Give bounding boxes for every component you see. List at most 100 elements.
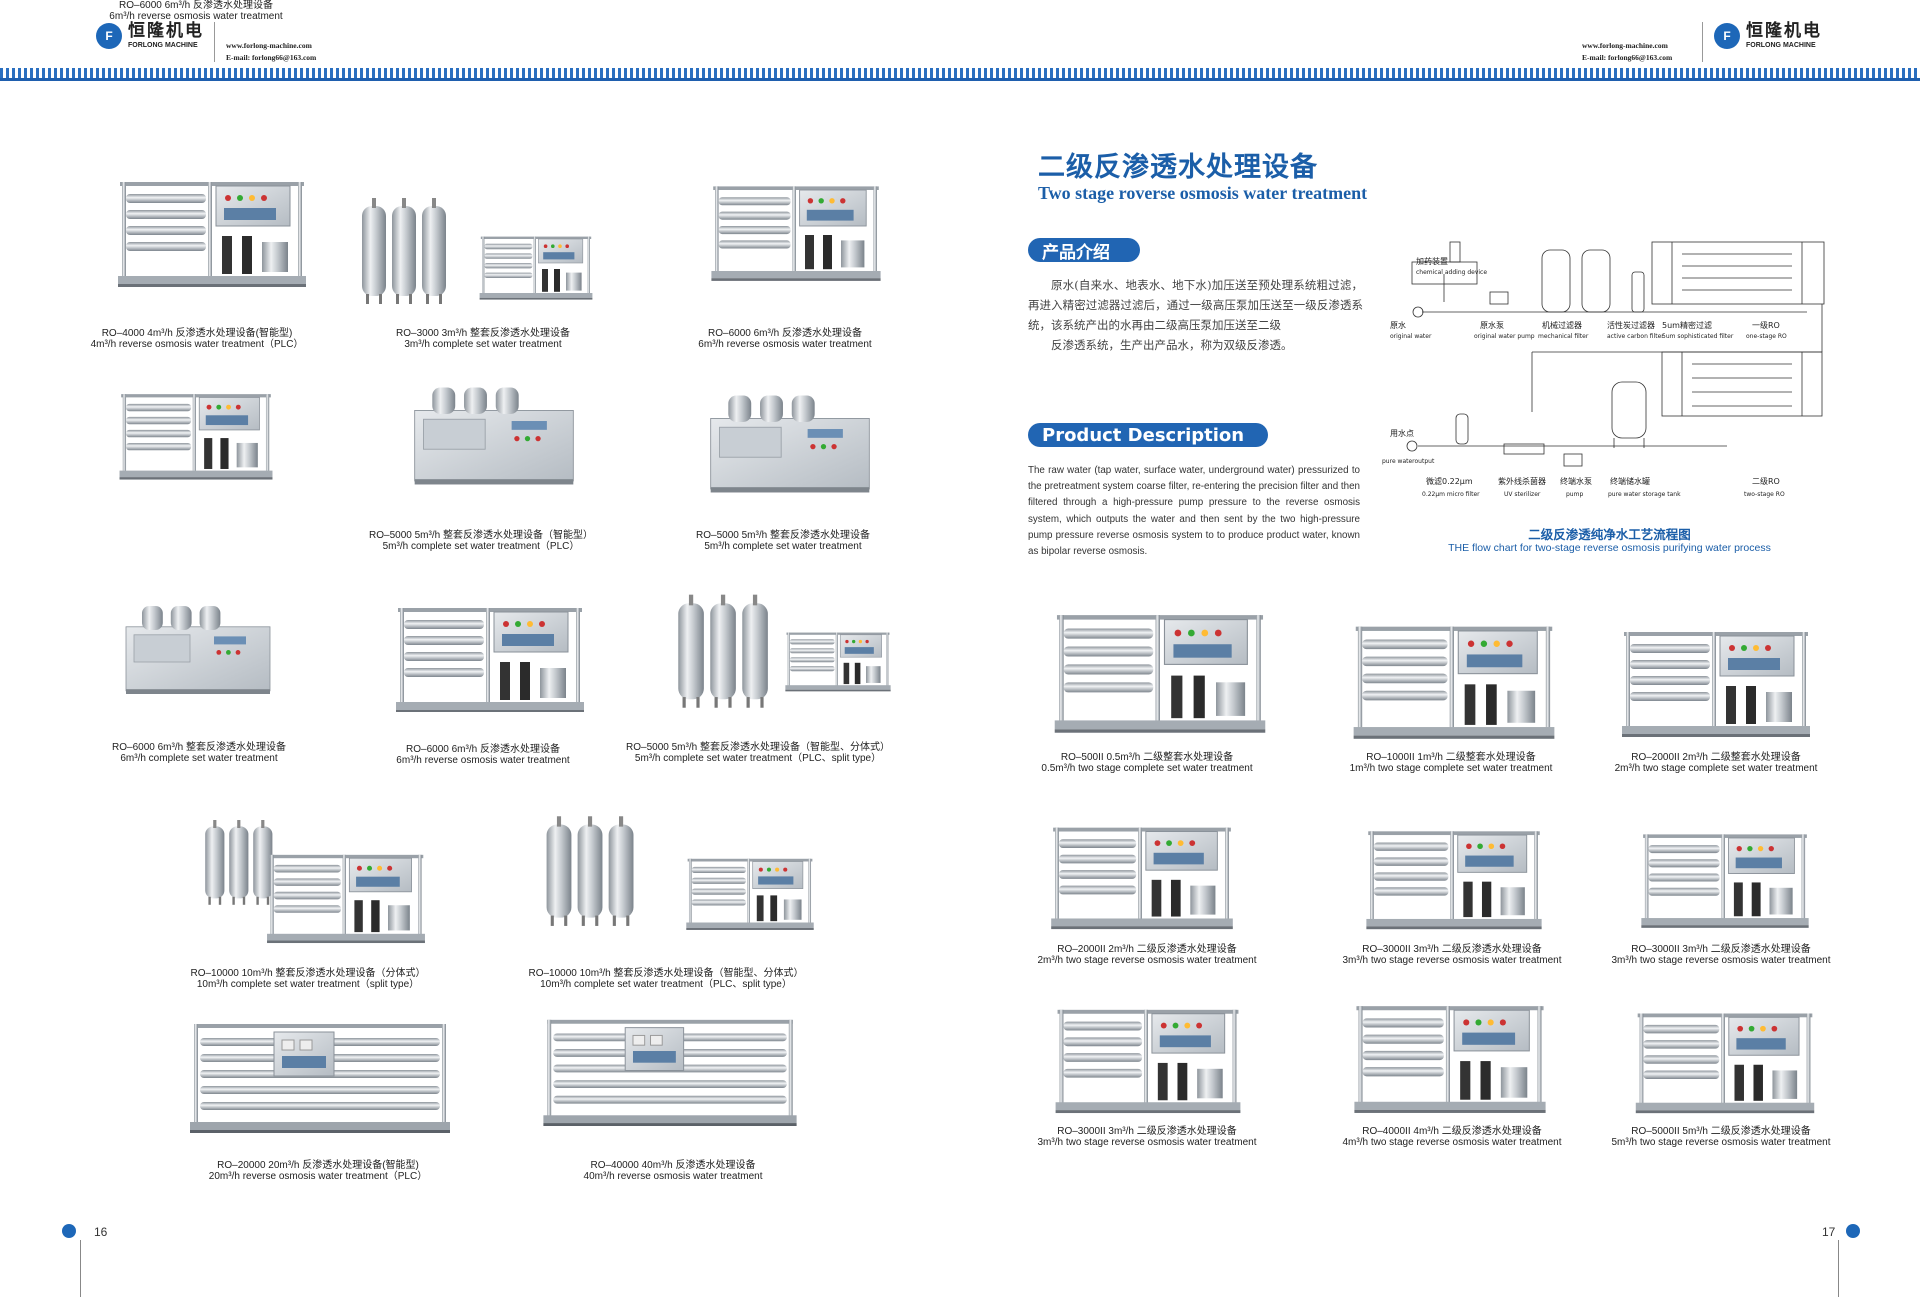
product-image <box>414 387 574 485</box>
brand-name-en: FORLONG MACHINE <box>1746 42 1816 49</box>
product-desc: 4m³/h reverse osmosis water treatment（PL… <box>90 339 304 350</box>
contact-left: www.forlong-machine.com E-mail: forlong6… <box>226 40 316 64</box>
product-model: RO–4000II 4m³/h 二级反渗透水处理设备 <box>1362 1126 1542 1137</box>
brand-name-cn: 恒隆机电 <box>128 21 204 40</box>
flow-label: UV sterilizer <box>1504 491 1541 498</box>
product-model: RO–5000 5m³/h 整套反渗透水处理设备 <box>696 530 870 541</box>
page-title: 二级反渗透水处理设备 <box>1038 152 1318 182</box>
page-header: F 恒隆机电 FORLONG MACHINE www.forlong-machi… <box>0 0 1920 82</box>
flow-label: pure water storage tank <box>1608 491 1681 498</box>
product-model: RO–40000 40m³/h 反渗透水处理设备 <box>590 1160 756 1171</box>
flow-label: 终端水泵 <box>1560 476 1592 486</box>
product-caption: RO–5000 5m³/h 整套反渗透水处理设备（智能型、分体式） 5m³/h … <box>608 742 908 764</box>
flow-label: 终端储水罐 <box>1610 476 1650 486</box>
process-flow-chart: 加药装置 chemical adding device 原水 original … <box>1382 241 1825 498</box>
flow-label: active carbon filter <box>1607 333 1664 340</box>
flow-label: 用水点 <box>1390 428 1414 438</box>
product-image <box>542 1019 798 1126</box>
brand-logo-left: F 恒隆机电 FORLONG MACHINE <box>96 22 204 49</box>
flow-label: 活性炭过滤器 <box>1607 320 1655 330</box>
product-image <box>1055 1009 1241 1114</box>
forlong-logo-icon: F <box>1714 22 1740 49</box>
product-image <box>678 594 768 708</box>
product-caption: RO–3000II 3m³/h 二级反渗透水处理设备 3m³/h two sta… <box>1022 1126 1272 1148</box>
brand-logo-right: F 恒隆机电 FORLONG MACHINE <box>1714 22 1822 49</box>
product-image <box>546 816 634 926</box>
product-model: RO–6000 6m³/h 反渗透水处理设备 <box>119 0 273 11</box>
product-model: RO–20000 20m³/h 反渗透水处理设备(智能型) <box>217 1160 419 1171</box>
product-image <box>1050 827 1234 930</box>
product-image <box>710 185 882 282</box>
product-image <box>1635 1013 1815 1114</box>
product-caption: RO–6000 6m³/h 反渗透水处理设备 6m³/h reverse osm… <box>670 328 900 350</box>
brand-name-cn: 恒隆机电 <box>1746 21 1822 40</box>
flow-label: 原水 <box>1390 320 1406 330</box>
intro-paragraph: 反渗透系统，生产出产品水，称为双级反渗透。 <box>1051 338 1293 352</box>
product-image <box>362 198 446 304</box>
product-caption: RO–3000II 3m³/h 二级反渗透水处理设备 3m³/h two sta… <box>1596 944 1846 966</box>
product-caption: RO–3000 3m³/h 整套反渗透水处理设备 3m³/h complete … <box>368 328 598 350</box>
flow-label: original water <box>1390 333 1432 340</box>
product-model: RO–2000II 2m³/h 二级反渗透水处理设备 <box>1057 944 1237 955</box>
intro-text-en: The raw water (tap water, surface water,… <box>1028 465 1360 558</box>
product-caption: RO–500II 0.5m³/h 二级整套水处理设备 0.5m³/h two s… <box>1022 752 1272 774</box>
product-model: RO–3000II 3m³/h 二级反渗透水处理设备 <box>1631 944 1811 955</box>
product-model: RO–5000 5m³/h 整套反渗透水处理设备（智能型、分体式） <box>626 742 890 753</box>
product-caption: RO–5000 5m³/h 整套反渗透水处理设备 5m³/h complete … <box>668 530 898 552</box>
product-desc: 10m³/h complete set water treatment（PLC、… <box>540 979 792 990</box>
page-number-icon <box>1846 1224 1860 1238</box>
header-rule <box>0 78 1920 81</box>
forlong-logo-icon: F <box>96 22 122 49</box>
product-caption: RO–5000II 5m³/h 二级反渗透水处理设备 5m³/h two sta… <box>1596 1126 1846 1148</box>
product-desc: 6m³/h reverse osmosis water treatment <box>109 11 283 22</box>
product-caption: RO–10000 10m³/h 整套反渗透水处理设备（智能型、分体式） 10m³… <box>516 968 816 990</box>
email-text: E-mail: forlong66@163.com <box>1582 53 1673 62</box>
product-model: RO–3000 3m³/h 整套反渗透水处理设备 <box>396 328 570 339</box>
product-caption: RO–20000 20m³/h 反渗透水处理设备(智能型) 20m³/h rev… <box>178 1160 458 1182</box>
product-desc: 3m³/h complete set water treatment <box>404 339 562 350</box>
product-image <box>190 1023 450 1133</box>
flow-label: 0.22μm micro filter <box>1422 491 1480 498</box>
product-image <box>1054 614 1266 734</box>
product-caption: RO–6000 6m³/h 反渗透水处理设备 6m³/h reverse osm… <box>76 0 316 22</box>
intro-heading: 产品介绍 <box>1028 238 1140 262</box>
product-model: RO–6000 6m³/h 反渗透水处理设备 <box>406 744 560 755</box>
flow-label: 5um sophisticated filter <box>1662 333 1734 340</box>
product-model: RO–6000 6m³/h 反渗透水处理设备 <box>708 328 862 339</box>
flow-label: 二级RO <box>1752 476 1780 486</box>
chemical-device-box <box>1411 261 1478 285</box>
product-desc: 4m³/h two stage reverse osmosis water tr… <box>1342 1137 1562 1148</box>
product-model: RO–3000II 3m³/h 二级反渗透水处理设备 <box>1057 1126 1237 1137</box>
product-desc: 0.5m³/h two stage complete set water tre… <box>1041 763 1253 774</box>
contact-right: www.forlong-machine.com E-mail: forlong6… <box>1582 40 1672 64</box>
product-model: RO–6000 6m³/h 整套反渗透水处理设备 <box>112 742 286 753</box>
brand-name-en: FORLONG MACHINE <box>128 42 198 49</box>
flow-label: 紫外线杀菌器 <box>1498 476 1546 486</box>
flow-label: 机械过滤器 <box>1542 320 1582 330</box>
product-desc: 3m³/h two stage reverse osmosis water tr… <box>1342 955 1562 966</box>
product-caption: RO–5000 5m³/h 整套反渗透水处理设备（智能型） 5m³/h comp… <box>352 530 610 552</box>
product-caption: RO–40000 40m³/h 反渗透水处理设备 40m³/h reverse … <box>548 1160 798 1182</box>
flow-label: 5um精密过滤 <box>1662 320 1712 330</box>
page-number-right: 17 <box>1822 1225 1836 1239</box>
product-image <box>1621 631 1811 738</box>
product-image <box>710 395 870 493</box>
description-heading: Product Description <box>1028 423 1268 447</box>
header-divider <box>1702 22 1703 62</box>
header-divider <box>214 22 215 62</box>
product-model: RO–1000II 1m³/h 二级整套水处理设备 <box>1366 752 1536 763</box>
product-caption: RO–3000II 3m³/h 二级反渗透水处理设备 3m³/h two sta… <box>1322 944 1582 966</box>
email-text: E-mail: forlong66@163.com <box>226 53 317 62</box>
product-desc: 5m³/h complete set water treatment（PLC、s… <box>634 753 882 764</box>
flow-chart-title-cn: 二级反渗透纯净水工艺流程图 <box>1528 528 1691 542</box>
flow-label: two-stage RO <box>1744 491 1785 498</box>
product-desc: 6m³/h complete set water treatment <box>120 753 278 764</box>
intro-text-cn: 原水(自来水、地表水、地下水)加压送至预处理系统粗过滤，再进入精密过滤器过滤后，… <box>1028 275 1363 355</box>
product-caption: RO–2000II 2m³/h 二级反渗透水处理设备 2m³/h two sta… <box>1022 944 1272 966</box>
product-desc: 3m³/h two stage reverse osmosis water tr… <box>1037 1137 1257 1148</box>
product-image <box>119 393 273 480</box>
product-desc: 2m³/h two stage complete set water treat… <box>1614 763 1818 774</box>
product-model: RO–500II 0.5m³/h 二级整套水处理设备 <box>1060 752 1234 763</box>
product-desc: 6m³/h reverse osmosis water treatment <box>396 755 570 766</box>
product-caption: RO–6000 6m³/h 反渗透水处理设备 6m³/h reverse osm… <box>368 744 598 766</box>
